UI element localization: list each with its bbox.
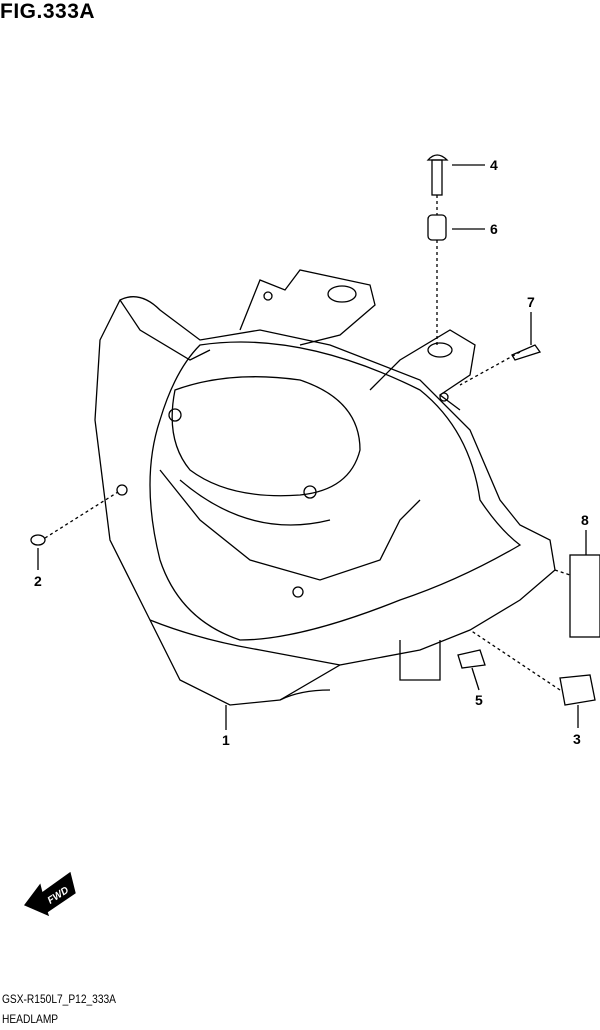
figure-title: FIG.333A xyxy=(0,0,96,23)
bolt-4-icon xyxy=(426,154,449,215)
callout-1: 1 xyxy=(222,732,230,748)
callout-7: 7 xyxy=(527,294,535,310)
label-8-icon xyxy=(569,554,600,638)
callout-5: 5 xyxy=(475,692,483,708)
footer-name: HEADLAMP xyxy=(2,1012,59,1026)
bolt-3-icon xyxy=(469,629,596,706)
screw-7-icon xyxy=(459,344,542,386)
fwd-arrow-icon: FWD xyxy=(23,871,76,917)
callout-2: 2 xyxy=(34,573,42,589)
callout-8: 8 xyxy=(581,512,589,528)
callout-4: 4 xyxy=(490,157,498,173)
headlamp-assembly xyxy=(94,269,556,706)
callout-6: 6 xyxy=(490,221,498,237)
callout-3: 3 xyxy=(573,731,581,747)
clip-nut-5-icon xyxy=(457,649,486,669)
pin-2-icon xyxy=(30,491,119,546)
grommet-6-icon xyxy=(427,214,447,345)
footer-code: GSX-R150L7_P12_333A xyxy=(2,992,116,1006)
